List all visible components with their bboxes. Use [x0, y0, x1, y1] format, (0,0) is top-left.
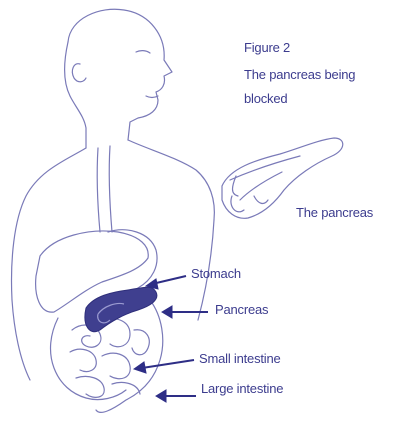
large-intestine-arrow [156, 390, 196, 402]
stomach-arrow [146, 276, 186, 289]
pancreas-label: Pancreas [215, 301, 268, 318]
esophagus [97, 146, 112, 232]
ear [72, 64, 86, 82]
stomach-label: Stomach [191, 265, 241, 282]
shoulder-left [12, 148, 86, 300]
figure-caption-line2: blocked [244, 90, 287, 107]
torso-left [12, 300, 30, 380]
large-intestine-label: Large intestine [201, 380, 283, 397]
pancreas-detail-label: The pancreas [296, 204, 373, 221]
figure-label: Figure 2 [244, 39, 290, 56]
figure-caption-line1: The pancreas being [244, 66, 355, 83]
head-back-outline [65, 42, 87, 148]
pancreas-highlight [85, 287, 157, 332]
shoulder-right [128, 140, 214, 220]
small-intestine-label: Small intestine [199, 350, 281, 367]
eye [136, 51, 150, 53]
small-intestine-arrow [134, 360, 194, 373]
mouth [146, 96, 158, 98]
